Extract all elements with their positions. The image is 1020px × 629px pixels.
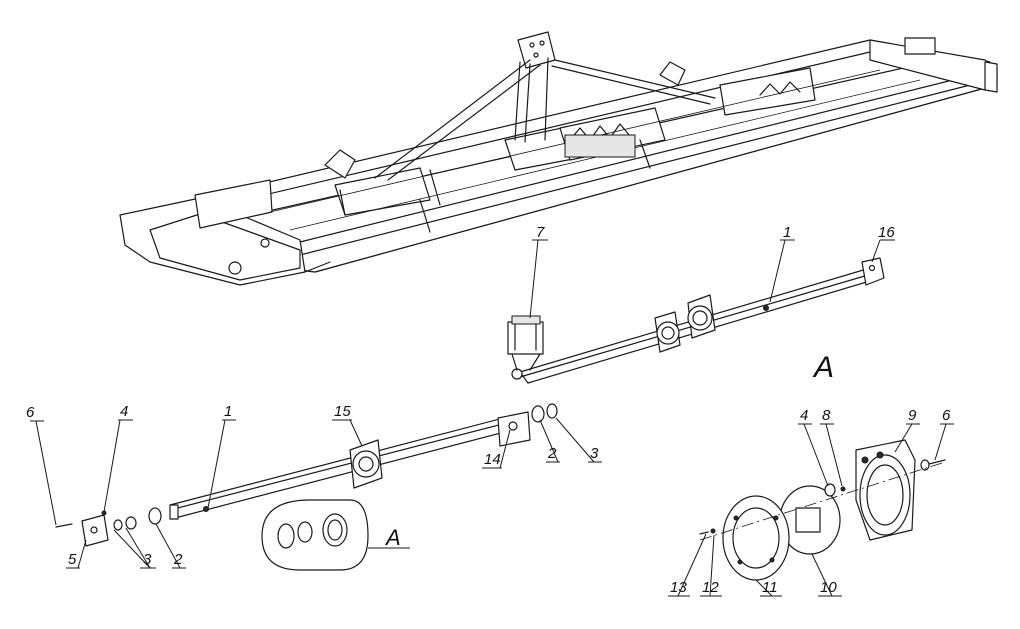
callout-12: 12 (702, 579, 719, 596)
callout-2-left: 2 (173, 551, 183, 568)
callout-8: 8 (822, 407, 831, 424)
leader-lines (30, 239, 954, 597)
callout-3-right: 3 (590, 445, 599, 462)
callout-6-left: 6 (26, 404, 35, 421)
callout-11: 11 (762, 579, 778, 596)
axle-exploded-view (55, 403, 558, 547)
callout-4-right: 4 (800, 407, 808, 424)
callout-labels: 1 16 7 A 6 4 1 15 14 2 3 5 3 2 A 4 8 9 6… (26, 224, 951, 596)
callout-2-right: 2 (547, 445, 557, 462)
callout-6-right: 6 (942, 407, 951, 424)
view-label-a: A (812, 351, 834, 384)
callout-7: 7 (536, 224, 545, 241)
detail-label-a: A (384, 525, 401, 550)
callout-10: 10 (820, 579, 837, 596)
axle-assembled-view (507, 257, 885, 384)
callout-4-left: 4 (120, 403, 128, 420)
callout-9: 9 (908, 407, 917, 424)
callout-1-mid: 1 (224, 403, 232, 420)
callout-1-top: 1 (783, 224, 791, 241)
callout-3-left: 3 (143, 551, 152, 568)
callout-13: 13 (670, 579, 687, 596)
detail-a-bubble (261, 499, 410, 571)
callout-14: 14 (484, 451, 501, 468)
bearing-exploded-view (699, 439, 946, 581)
chassis-frame (119, 31, 998, 286)
callout-5: 5 (68, 551, 77, 568)
callout-15: 15 (334, 403, 351, 420)
callout-16: 16 (878, 224, 895, 241)
